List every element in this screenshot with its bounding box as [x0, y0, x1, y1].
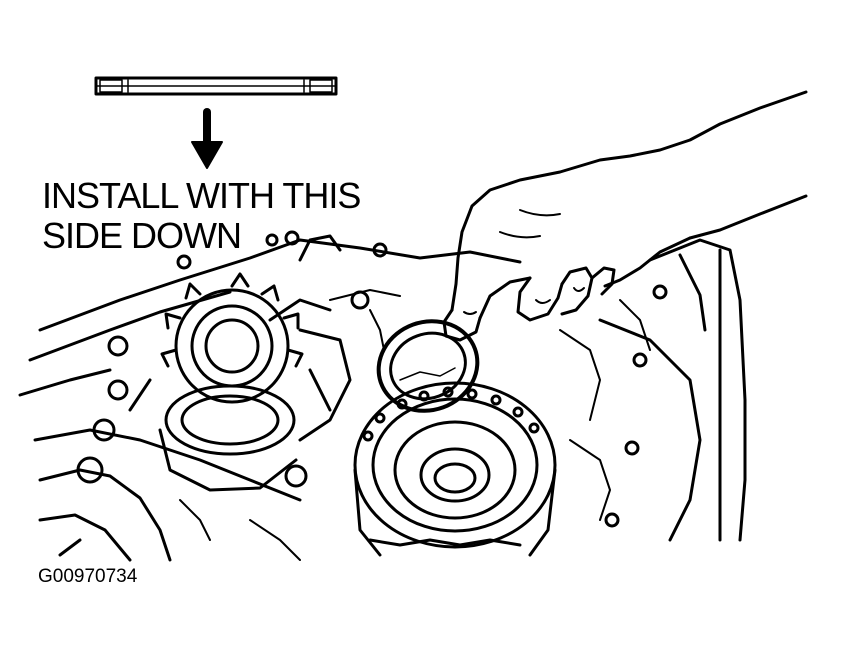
instruction-line-1: INSTALL WITH THIS — [42, 175, 361, 216]
detail-lines — [179, 289, 651, 561]
hand-icon — [442, 90, 808, 342]
bearing-ring — [376, 319, 480, 413]
down-arrow-icon — [191, 108, 223, 169]
drum-icon — [353, 381, 557, 557]
gear-icon — [128, 272, 352, 492]
install-instruction: INSTALL WITH THIS SIDE DOWN — [42, 175, 361, 256]
figure-id: G00970734 — [38, 566, 138, 587]
thrust-bearing-icon — [94, 76, 338, 96]
transmission-case — [18, 230, 747, 562]
instruction-line-2: SIDE DOWN — [42, 215, 242, 256]
